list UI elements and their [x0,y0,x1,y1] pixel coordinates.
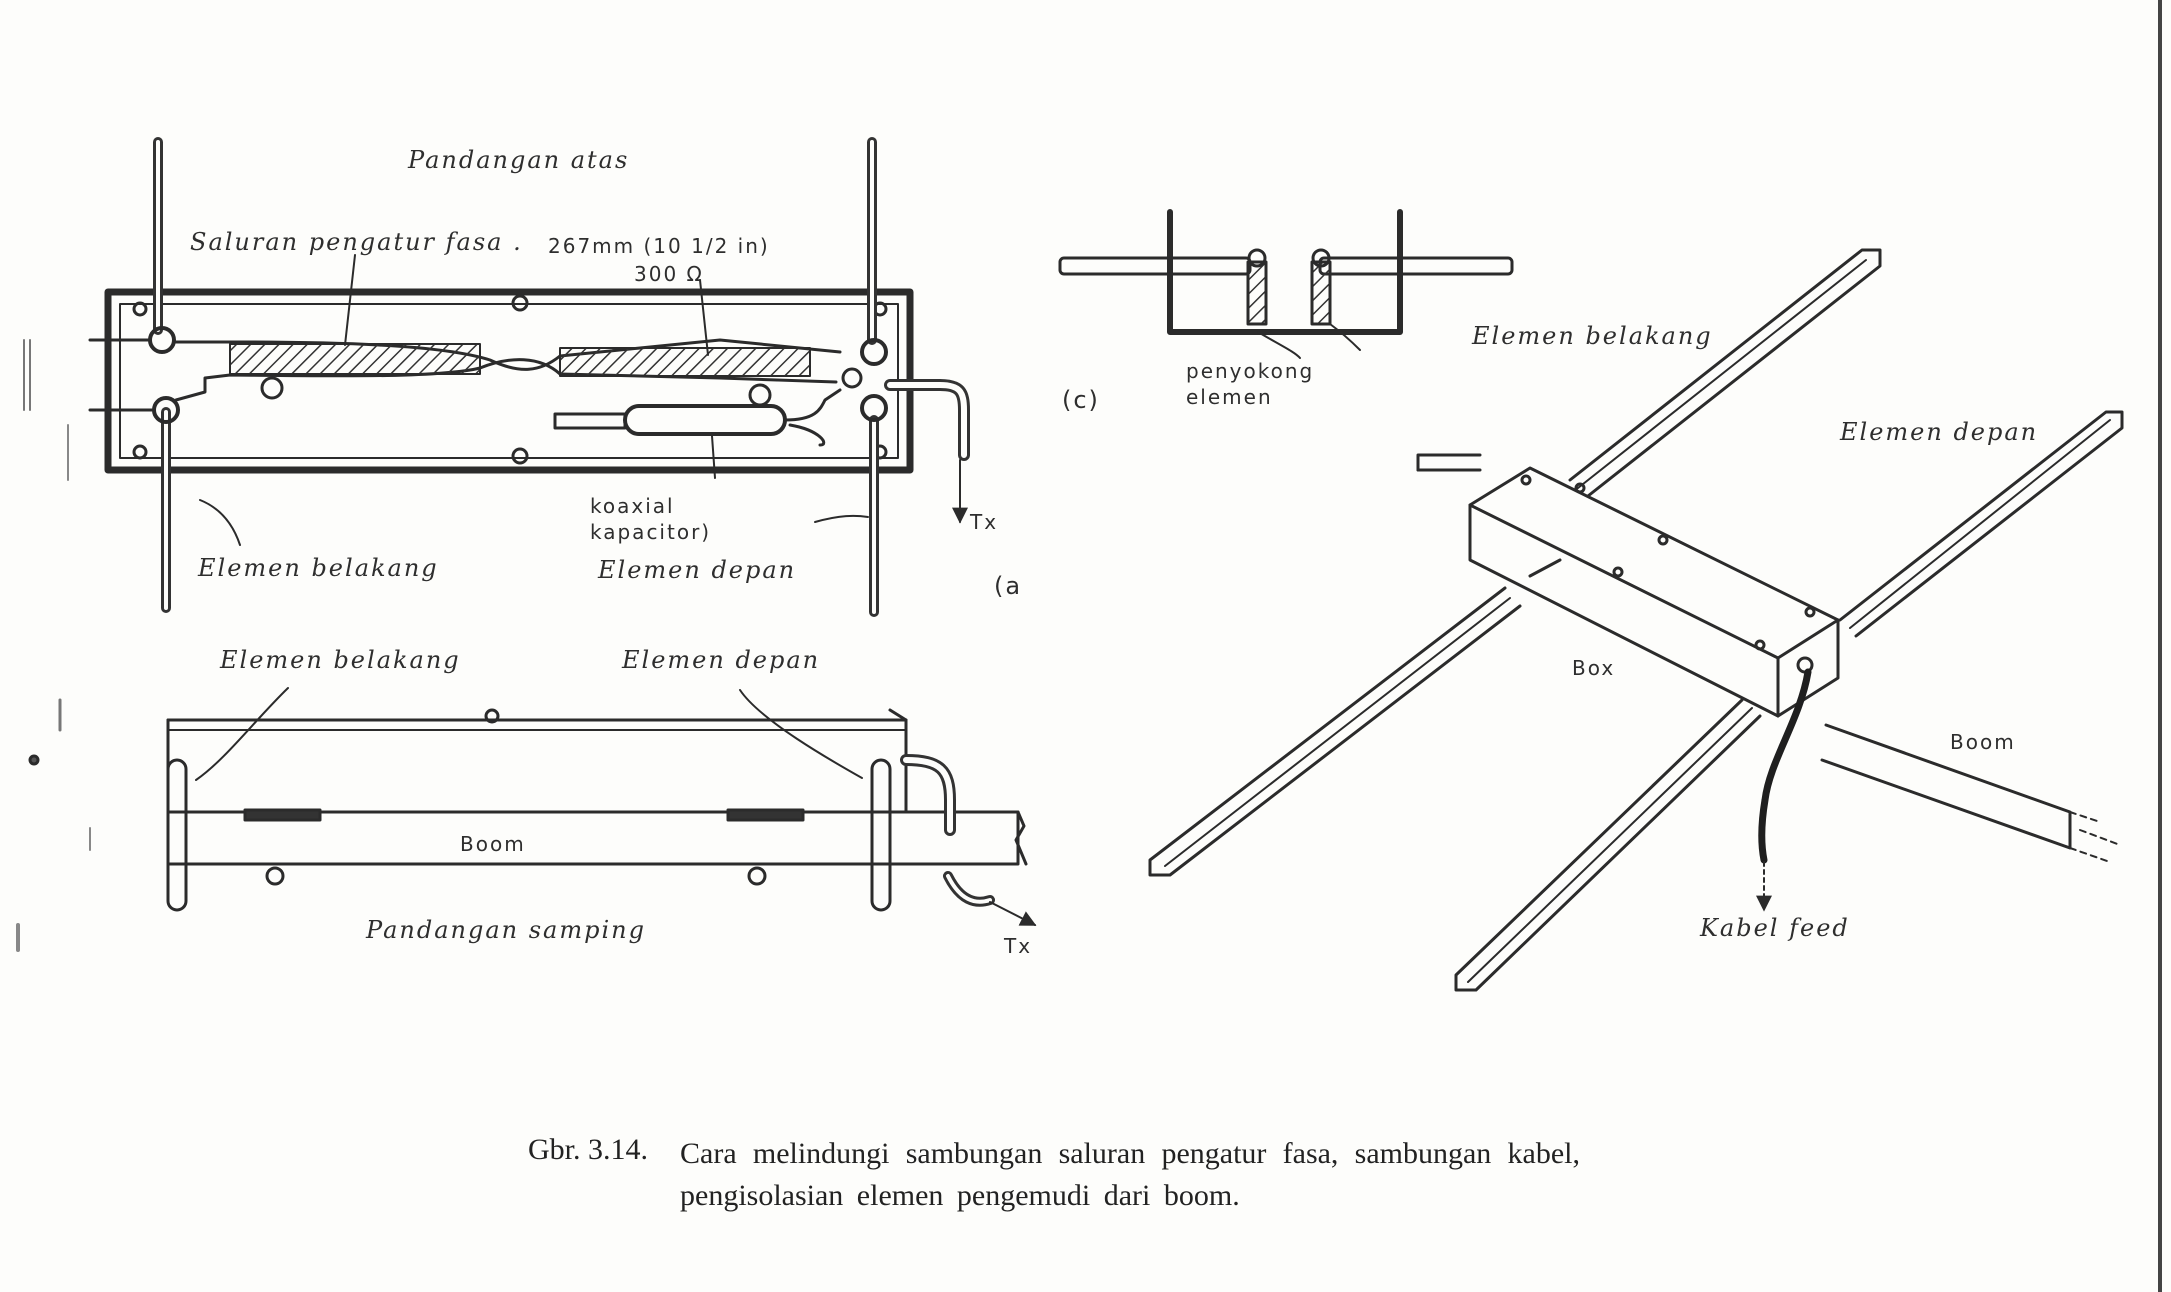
iso-rear-element-label: Elemen belakang [1472,322,1713,350]
iso-box-label: Box [1572,656,1616,680]
side-view-box [166,718,908,814]
figure-caption-number: Gbr. 3.14. [528,1133,648,1166]
iso-front-element [1454,410,2124,992]
support-element-label: penyokong elemen [1186,359,1315,409]
side-view-title: Pandangan samping [366,916,646,944]
top-front-element-rod [841,137,888,617]
coax-capacitor [553,388,842,447]
hatched-insulator-right [559,347,811,377]
scan-edge [2158,0,2162,1292]
iso-rear-element [1148,248,1882,877]
figure-caption-text: Cara melindungi sambungan saluran pengat… [680,1137,1580,1212]
length-spec-label: 267mm (10 1/2 in) [548,234,770,258]
top-tx-label: Tx [970,510,999,534]
hatched-insulator-left [229,343,481,375]
iso-box [1468,466,1840,718]
insulator-detail-drawing [1058,209,1514,359]
iso-feed-cable-label: Kabel feed [1700,914,1850,942]
iso-front-element-label: Elemen depan [1840,418,2039,446]
side-view-drawing [16,687,1037,952]
detail-left-rod [1058,256,1252,276]
side-boom-label: Boom [460,832,526,856]
top-view-drawing [23,137,970,617]
panel-c-label: (c) [1062,386,1100,414]
top-tx-cable [884,379,970,461]
side-tx-label: Tx [1004,934,1033,958]
panel-a-label: (a [994,572,1023,600]
side-front-element [870,758,892,912]
top-front-element-label: Elemen depan [598,556,797,584]
phasing-line-label: Saluran pengatur fasa . [190,228,523,256]
isometric-drawing [1148,248,2124,992]
impedance-label: 300 Ω [634,262,704,286]
detail-right-rod [1318,256,1514,276]
detail-channel [1167,209,1403,335]
side-front-element-label: Elemen depan [622,646,821,674]
iso-boom [1416,453,2121,863]
top-view-title: Pandangan atas [408,146,630,174]
top-rear-element-label: Elemen belakang [198,554,439,582]
side-rear-element [166,758,188,912]
iso-boom-label: Boom [1950,730,2016,754]
iso-feed-cable [1758,668,1812,864]
coax-capacitor-label: koaxial kapacitor) [590,494,712,544]
top-rear-element-rod [88,137,180,613]
side-rear-element-label: Elemen belakang [220,646,461,674]
